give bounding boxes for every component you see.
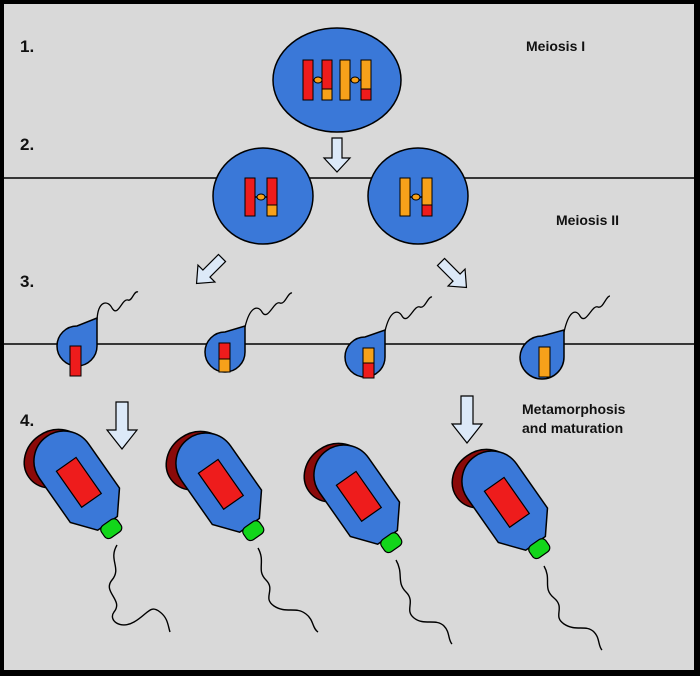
nucleus (483, 476, 531, 529)
parent-cell (272, 27, 402, 133)
label-and-maturation: and maturation (522, 420, 623, 436)
mature-sperm-1 (23, 428, 171, 633)
mature-sperm-4 (451, 448, 603, 651)
mature-sperm-3 (303, 442, 453, 645)
nucleus (335, 470, 383, 523)
nucleus (55, 456, 103, 509)
step-number-3: 3. (20, 272, 34, 291)
arrow-down-icon (322, 137, 352, 173)
sperm-tail (543, 565, 603, 651)
secondary-cell-right (367, 147, 469, 245)
midpiece (242, 520, 265, 542)
spermatid-3 (344, 296, 433, 379)
arrow-down-icon (450, 395, 484, 444)
arrow-down-right-icon (436, 257, 468, 289)
spermatid-2 (204, 292, 293, 373)
homologous-chromosome-pair-red (302, 59, 333, 101)
step-number-1: 1. (20, 37, 34, 56)
sperm-tail (257, 547, 319, 633)
sperm-tail (395, 559, 453, 645)
sperm-tail (108, 544, 171, 633)
label-meiosis-1: Meiosis I (526, 38, 585, 54)
step-number-4: 4. (20, 411, 34, 430)
label-meiosis-2: Meiosis II (556, 212, 619, 228)
spermatid-flagellum (244, 292, 293, 328)
parent-cell-body (272, 27, 402, 133)
midpiece (528, 538, 551, 560)
arrow-down-left-icon (195, 253, 227, 285)
nucleus (197, 458, 245, 511)
secondary-cell-left (212, 147, 314, 245)
arrow-down-icon (105, 401, 139, 450)
step-number-2: 2. (20, 135, 34, 154)
midpiece (380, 532, 403, 554)
spermatid-1 (56, 291, 139, 377)
spermatid-4 (519, 295, 611, 380)
label-metamorphosis: Metamorphosis (522, 401, 626, 417)
spermatid-flagellum (563, 295, 611, 333)
mature-sperm-2 (165, 430, 319, 633)
midpiece (100, 518, 123, 540)
homologous-chromosome-pair-orange (339, 59, 372, 101)
spermatid-flagellum (384, 296, 433, 332)
spermatid-flagellum (96, 291, 139, 321)
